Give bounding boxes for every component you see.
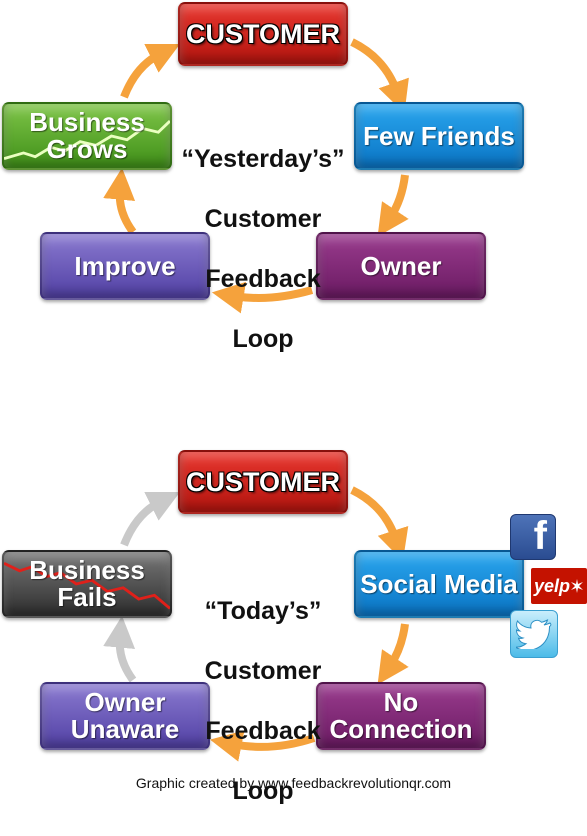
yelp-icon: yelp <box>531 568 587 604</box>
loop-title-yesterday: “Yesterday’s” Customer Feedback Loop <box>178 114 348 384</box>
node-label: Business Fails <box>29 555 145 612</box>
node-improve: Improve <box>40 232 210 300</box>
arrow-business-to-customer-today <box>120 491 181 547</box>
facebook-glyph: f <box>533 514 547 558</box>
arrow-customer-to-social-media <box>350 486 409 562</box>
node-label: Improve <box>74 250 176 281</box>
node-owner-unaware: Owner Unaware <box>40 682 210 750</box>
yelp-burst-icon <box>571 579 584 593</box>
arrow-improve-to-business <box>103 167 137 235</box>
node-label: CUSTOMER <box>185 466 340 497</box>
node-label: Owner <box>360 250 442 281</box>
node-business-fails: Business Fails <box>2 550 172 618</box>
arrow-no-connection-to-owner-unaware <box>210 730 316 762</box>
node-label: Owner Unaware <box>70 687 180 744</box>
arrow-owner-unaware-to-business <box>103 615 137 683</box>
arrow-few-friends-to-owner <box>377 174 409 237</box>
node-label: No Connection <box>329 687 473 744</box>
twitter-bird-icon <box>516 619 552 649</box>
loop-title-today: “Today’s” Customer Feedback Loop <box>178 566 348 836</box>
arrow-owner-to-improve <box>211 281 314 314</box>
credit-line: Graphic created by www.feedbackrevolutio… <box>135 775 452 791</box>
yelp-wordmark: yelp <box>533 575 571 596</box>
node-customer-today: CUSTOMER <box>178 450 348 514</box>
node-customer-yesterday: CUSTOMER <box>178 2 348 66</box>
node-owner: Owner <box>316 232 486 300</box>
loop-title-line: Customer <box>204 205 322 233</box>
loop-title-line: Customer <box>204 657 322 685</box>
loop-title-line: “Today’s” <box>204 597 322 625</box>
feedback-loop-diagram: CUSTOMER Few Friends Owner Improve Busin… <box>2 2 587 805</box>
arrow-social-media-to-no-connection <box>377 623 409 685</box>
node-label: Social Media <box>360 568 518 599</box>
node-label: Few Friends <box>363 120 515 151</box>
arrow-layer <box>103 38 409 762</box>
node-label: Business Grows <box>29 107 145 164</box>
arrow-business-to-customer <box>120 43 181 99</box>
loop-title-line: Loop <box>232 325 294 353</box>
facebook-icon: f <box>510 514 556 560</box>
twitter-icon <box>510 610 558 658</box>
loop-title-line: Feedback <box>205 265 321 293</box>
arrow-customer-to-few-friends <box>350 38 409 114</box>
loop-title-line: “Yesterday’s” <box>181 145 345 173</box>
node-label: CUSTOMER <box>185 18 340 49</box>
node-no-connection: No Connection <box>316 682 486 750</box>
loop-title-line: Feedback <box>205 717 321 745</box>
downward-trend-line-icon <box>4 562 170 610</box>
node-business-grows: Business Grows <box>2 102 172 170</box>
upward-trend-line-icon <box>4 119 170 160</box>
node-social-media: Social Media <box>354 550 524 618</box>
node-few-friends: Few Friends <box>354 102 524 170</box>
